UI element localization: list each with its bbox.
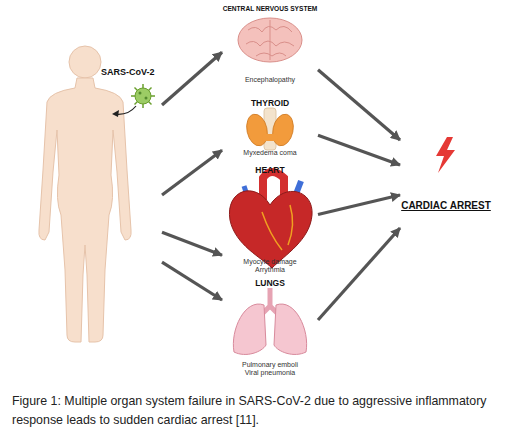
person-figure-box: SARS-CoV-2	[10, 40, 162, 345]
node-heading: THYROID	[251, 98, 289, 109]
outcome-box: CARDIAC ARREST	[400, 135, 492, 235]
figure-caption: Figure 1: Multiple organ system failure …	[12, 392, 506, 430]
organ-box: HEART Myocyte damageArrythmia	[222, 165, 318, 275]
node-heading: CENTRAL NERVOUS SYSTEM	[223, 5, 318, 13]
organ-box: THYROID Myxedema coma	[222, 98, 318, 158]
node-label: Encephalopathy	[245, 76, 295, 85]
heart-illustration	[229, 172, 312, 268]
flow-arrow	[162, 150, 222, 195]
lightning-icon	[436, 137, 455, 173]
node-heading: CARDIAC ARREST	[401, 200, 491, 213]
thyroid-illustration	[244, 108, 296, 150]
node-heading: LUNGS	[255, 278, 285, 289]
flow-arrow	[318, 135, 400, 165]
organ-box: CENTRAL NERVOUS SYSTEM Encephalopathy	[222, 5, 318, 85]
node-label: Viral pneumonia	[245, 369, 295, 378]
flow-arrow	[318, 228, 400, 320]
flow-arrow	[162, 262, 222, 300]
flow-arrow	[318, 70, 400, 140]
node-heading: SARS-CoV-2	[101, 67, 155, 78]
flow-arrow	[318, 195, 400, 215]
flow-arrow	[162, 52, 222, 105]
organ-box: LUNGS Pulmonary emboliViral pneumonia	[222, 278, 318, 378]
lungs-illustration	[233, 288, 306, 354]
node-label: Arrythmia	[255, 266, 285, 275]
node-label: Myocyte damage	[243, 258, 296, 267]
brain-illustration	[238, 18, 302, 62]
flow-arrow	[162, 232, 222, 255]
person-figure	[39, 46, 131, 342]
virus-icon	[131, 84, 155, 108]
infection-arrow	[112, 106, 136, 117]
node-label: Myxedema coma	[243, 149, 296, 158]
node-heading: HEART	[255, 165, 284, 176]
node-label: Pulmonary emboli	[242, 361, 298, 370]
